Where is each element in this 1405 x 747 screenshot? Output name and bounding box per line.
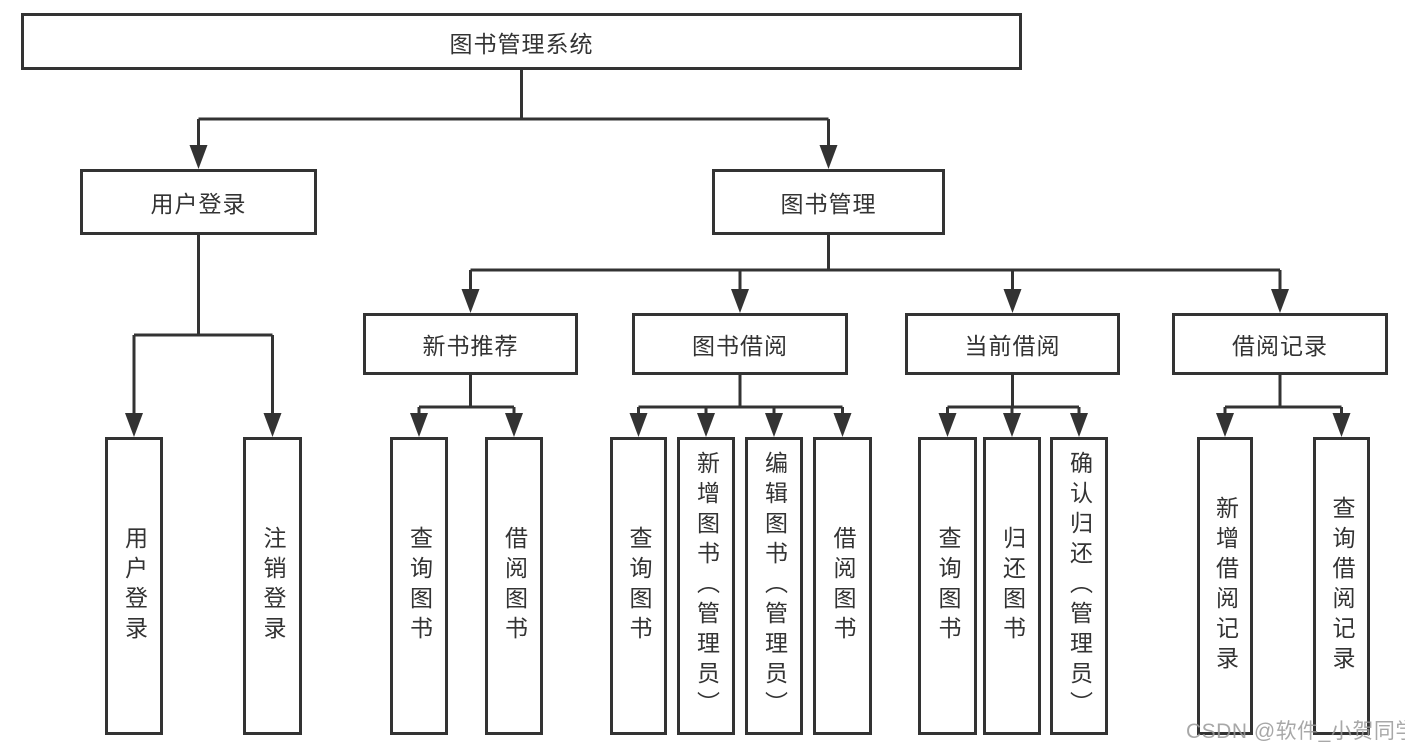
node-leaf-query-book-borrow: 查询图书: [610, 437, 667, 735]
node-leaf-add-borrow-record-label: 新增借阅记录: [1212, 496, 1239, 676]
node-current-borrow: 当前借阅: [905, 313, 1120, 375]
node-root-label: 图书管理系统: [449, 30, 594, 57]
node-leaf-query-book-current-label: 查询图书: [935, 526, 961, 646]
node-leaf-borrow-book-action-label: 借阅图书: [830, 526, 856, 646]
node-leaf-user-login: 用户登录: [105, 437, 163, 735]
node-leaf-confirm-return-admin-label: 确认归还（管理员）: [1066, 451, 1093, 721]
node-user-login: 用户登录: [80, 169, 317, 235]
node-leaf-logout-label: 注销登录: [260, 526, 286, 646]
node-leaf-query-borrow-record: 查询借阅记录: [1313, 437, 1370, 735]
connector-strokes: [132, 70, 1343, 415]
node-leaf-query-book-recommend: 查询图书: [390, 437, 448, 735]
node-user-login-label: 用户登录: [150, 191, 247, 217]
node-leaf-add-borrow-record: 新增借阅记录: [1197, 437, 1253, 735]
node-new-book-recommend-label: 新书推荐: [422, 333, 519, 359]
node-book-management-label: 图书管理: [780, 191, 877, 217]
node-leaf-return-book-label: 归还图书: [999, 526, 1026, 646]
watermark: CSDN @软件_小贺同学: [1186, 720, 1405, 743]
node-leaf-confirm-return-admin: 确认归还（管理员）: [1050, 437, 1108, 735]
node-leaf-borrow-book-action: 借阅图书: [813, 437, 872, 735]
node-leaf-query-book-current: 查询图书: [918, 437, 977, 735]
node-leaf-query-book-borrow-label: 查询图书: [626, 526, 652, 646]
node-leaf-add-book-admin-label: 新增图书（管理员）: [693, 451, 720, 721]
node-book-borrow-label: 图书借阅: [692, 333, 788, 359]
node-borrow-records: 借阅记录: [1172, 313, 1388, 375]
node-leaf-return-book: 归还图书: [983, 437, 1041, 735]
node-leaf-borrow-book-recommend-label: 借阅图书: [501, 526, 528, 646]
arrowhead-icons: [125, 145, 1351, 437]
node-leaf-edit-book-admin-label: 编辑图书（管理员）: [761, 451, 788, 721]
node-leaf-query-borrow-record-label: 查询借阅记录: [1329, 496, 1355, 676]
node-leaf-add-book-admin: 新增图书（管理员）: [677, 437, 735, 735]
node-leaf-borrow-book-recommend: 借阅图书: [485, 437, 543, 735]
node-book-management: 图书管理: [712, 169, 945, 235]
node-new-book-recommend: 新书推荐: [363, 313, 578, 375]
node-leaf-logout: 注销登录: [243, 437, 302, 735]
node-root: 图书管理系统: [21, 13, 1022, 70]
node-book-borrow: 图书借阅: [632, 313, 848, 375]
node-leaf-edit-book-admin: 编辑图书（管理员）: [745, 437, 803, 735]
node-leaf-query-book-recommend-label: 查询图书: [406, 526, 433, 646]
node-borrow-records-label: 借阅记录: [1232, 333, 1328, 359]
node-leaf-user-login-label: 用户登录: [121, 526, 148, 646]
node-current-borrow-label: 当前借阅: [964, 333, 1061, 359]
